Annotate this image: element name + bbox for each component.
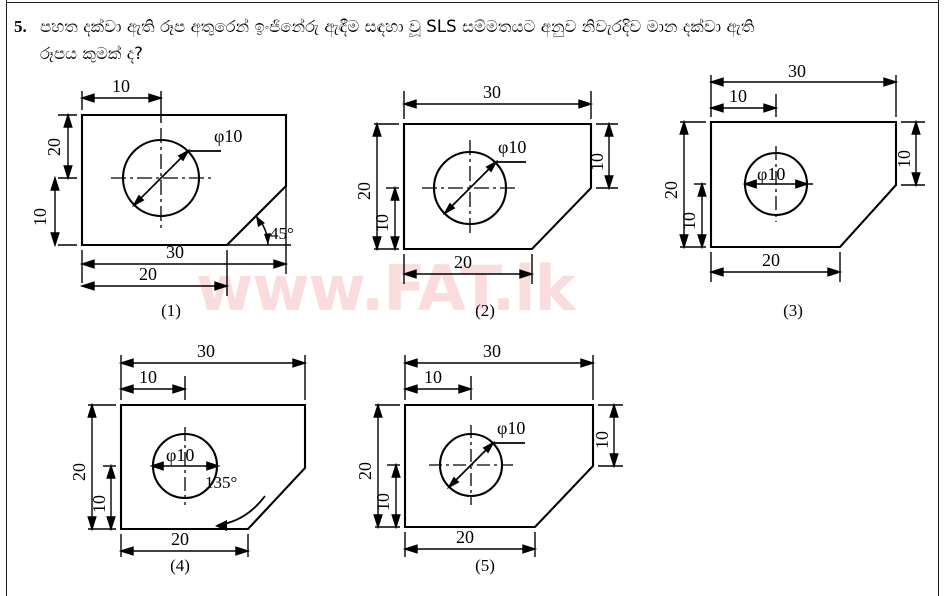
figure-4-angle-leader xyxy=(215,495,266,531)
figure-3-bottom-dim xyxy=(708,252,843,282)
figure-2-hole-label: φ10 xyxy=(498,137,526,157)
page-border-right xyxy=(938,0,939,596)
figure-5-bottom-label: 20 xyxy=(456,527,474,547)
part-outline-5 xyxy=(403,403,595,529)
figure-4-bottom-dim xyxy=(118,534,251,557)
question-number: 5. xyxy=(14,17,27,36)
figure-1-left-upper-dim xyxy=(58,112,77,181)
figure-option-4[interactable]: φ10 30 10 xyxy=(55,333,350,576)
figure-3-caption: (3) xyxy=(783,301,803,320)
figure-2-right-dim xyxy=(596,121,618,191)
hole-diameter-leader-5 xyxy=(446,440,525,490)
figure-option-5[interactable]: φ10 30 10 xyxy=(355,333,670,576)
figure-5-left-upper-label: 20 xyxy=(355,462,375,480)
figure-2-caption: (2) xyxy=(475,301,495,320)
figure-3-top-inner-label: 10 xyxy=(729,86,747,106)
figure-5-top-outer-label: 30 xyxy=(483,341,501,361)
figure-1-bottom-inner-dim xyxy=(79,250,230,296)
figure-4-left-lower-dim xyxy=(103,463,116,532)
hole-diameter-leader-1 xyxy=(131,148,221,208)
figure-4-top-outer-label: 30 xyxy=(197,341,215,361)
figure-4-left-upper-label: 20 xyxy=(69,463,89,481)
figure-option-3[interactable]: φ10 30 10 xyxy=(661,61,946,321)
figure-5-caption: (5) xyxy=(475,556,495,575)
figure-1-top-dim-label: 10 xyxy=(112,76,130,96)
figure-4-left-upper-dim xyxy=(87,402,116,532)
figure-4-caption: (4) xyxy=(170,556,190,575)
figure-5-left-upper-dim xyxy=(373,402,400,530)
hole-centerlines-1 xyxy=(111,128,211,228)
figure-4-left-lower-label: 10 xyxy=(89,495,109,513)
figure-1-left-lower-label: 10 xyxy=(30,208,50,226)
figure-1-hole-label: φ10 xyxy=(214,126,242,146)
figure-3-top-outer-dim xyxy=(708,75,899,117)
figure-4-bottom-label: 20 xyxy=(171,529,189,549)
figure-2-top-dim-label: 30 xyxy=(483,82,501,102)
part-outline-4 xyxy=(119,403,307,531)
figure-3-bottom-label: 20 xyxy=(762,250,780,270)
figure-4-angle-label: 135° xyxy=(205,473,237,492)
figure-2-top-dim xyxy=(401,91,594,119)
part-outline-3 xyxy=(709,120,898,249)
part-outline-1 xyxy=(80,113,288,247)
figure-5-left-lower-label: 10 xyxy=(373,493,393,511)
figure-3-left-upper-label: 20 xyxy=(661,181,681,199)
part-outline-2 xyxy=(402,122,593,251)
question-text-line-2: රූපය කුමක් ද? xyxy=(40,43,144,63)
figure-3-left-lower-dim xyxy=(694,181,707,250)
figure-2-left-upper-label: 20 xyxy=(354,182,374,200)
figure-2-left-lower-dim xyxy=(386,185,400,252)
figure-option-1[interactable]: φ10 10 20 xyxy=(30,76,336,321)
figure-1-bottom-outer-label: 30 xyxy=(166,242,184,262)
figure-3-left-lower-label: 10 xyxy=(679,212,699,230)
figure-option-2[interactable]: φ10 30 20 xyxy=(354,78,650,321)
question-block: 5. පහත දක්වා ඇති රූප අතුරෙන් ඉංජිනේරු ඇඳ… xyxy=(14,14,924,67)
figure-5-top-inner-label: 10 xyxy=(424,367,442,387)
figure-2-left-lower-label: 10 xyxy=(372,214,392,232)
figure-2-right-label: 10 xyxy=(587,153,607,171)
figure-3-right-dim xyxy=(901,119,925,188)
figure-5-bottom-dim xyxy=(402,532,538,557)
figure-5-top-outer-dim xyxy=(402,355,596,400)
hole-diameter-dim-4 xyxy=(149,461,221,471)
figure-1-angle-mark xyxy=(227,215,291,246)
hole-diameter-dim-3 xyxy=(742,179,813,189)
figure-1-left-lower-dim xyxy=(50,175,77,248)
question-text: පහත දක්වා ඇති රූප අතුරෙන් ඉංජිනේරු ඇඳීම … xyxy=(40,14,754,67)
figure-1-bottom-inner-label: 20 xyxy=(139,264,157,284)
figure-1-left-upper-label: 20 xyxy=(44,138,64,156)
figure-3-hole-label: φ10 xyxy=(757,164,785,184)
figure-4-top-outer-dim xyxy=(118,355,308,400)
hole-diameter-leader-2 xyxy=(442,159,526,216)
figure-3-right-label: 10 xyxy=(894,150,914,168)
figure-2-bottom-label: 20 xyxy=(454,252,472,272)
figure-4-top-inner-dim xyxy=(118,376,188,400)
figure-1-bottom-outer-dim xyxy=(79,186,289,283)
figure-4-top-inner-label: 10 xyxy=(139,367,157,387)
figure-1-top-dim xyxy=(79,91,164,123)
figure-4-hole-label: φ10 xyxy=(166,445,194,465)
figure-3-top-outer-label: 30 xyxy=(788,61,806,81)
page-border-left xyxy=(6,0,7,596)
figure-5-right-dim xyxy=(598,402,623,469)
figure-1-angle-label: 45° xyxy=(270,224,294,243)
figure-5-top-inner-dim xyxy=(402,376,474,400)
figure-1-caption: (1) xyxy=(161,301,181,320)
figure-3-top-inner-dim xyxy=(708,94,779,117)
question-text-line-1: පහත දක්වා ඇති රූප අතුරෙන් ඉංජිනේරු ඇඳීම … xyxy=(40,17,755,36)
figure-2-bottom-dim xyxy=(401,254,535,284)
figure-5-left-lower-dim xyxy=(387,462,401,530)
figure-5-right-label: 10 xyxy=(592,431,612,449)
page-border-top xyxy=(6,2,938,3)
figure-5-hole-label: φ10 xyxy=(497,418,525,438)
